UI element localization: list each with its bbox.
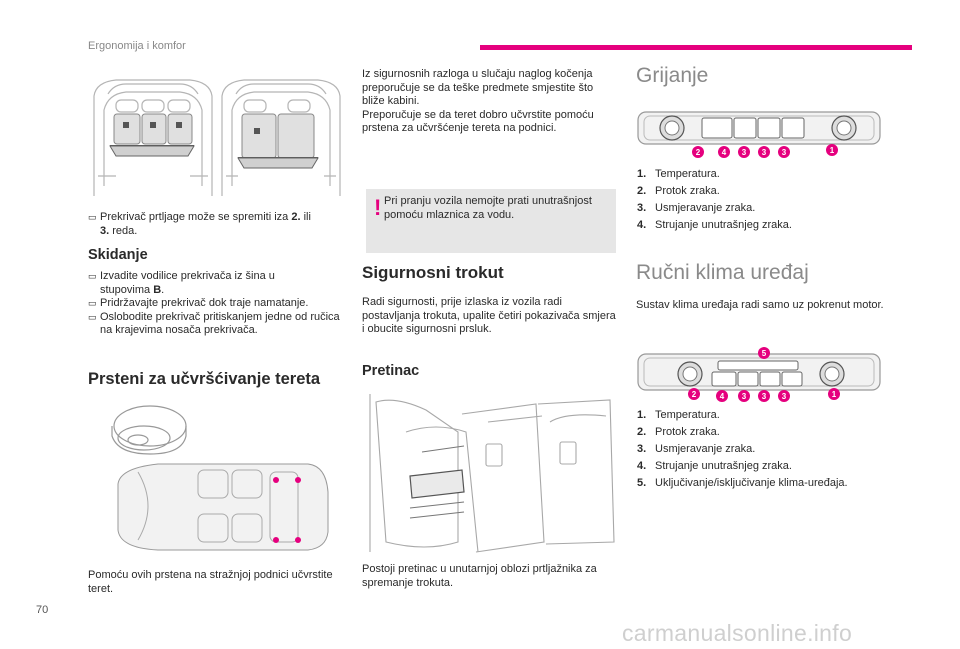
bullet-icon: ▭ (88, 298, 97, 308)
warning-box: ! Pri pranju vozila nemojte prati unutra… (366, 189, 616, 253)
list-item: 5.Uključivanje/isključivanje klima-uređa… (637, 477, 848, 489)
page-number: 70 (36, 604, 49, 616)
list-item: 2.Protok zraka. (637, 185, 720, 197)
list-item: 3.Usmjeravanje zraka. (637, 202, 756, 214)
callout-label: 3 (742, 392, 747, 401)
callout-label: 1 (832, 390, 837, 399)
removal-steps: ▭ Izvadite vodilice prekrivača iz šina u… (88, 270, 346, 338)
heating-control-panel: 2 4 3 3 3 1 (637, 111, 881, 158)
triangle-text: Radi sigurnosti, prije izlaska iz vozila… (362, 296, 616, 335)
callout-label: 4 (720, 392, 725, 401)
cover-storage-note: ▭ Prekrivač prtljage može se spremiti iz… (88, 211, 311, 237)
rings-text: Pomoću ovih prstena na stražnjoj podnici… (88, 569, 333, 595)
callout-label: 2 (692, 390, 697, 399)
removal-step: ▭ Pridržavajte prekrivač dok traje namat… (88, 297, 309, 309)
list-item: 4.Strujanje unutrašnjeg zraka. (637, 219, 792, 231)
compartment-text: Postoji pretinac u unutarnjoj oblozi prt… (362, 563, 597, 589)
compartment-illustration (369, 394, 615, 553)
ac-list: 1.Temperatura. 2.Protok zraka. 3.Usmjera… (637, 409, 897, 494)
list-item: 4.Strujanje unutrašnjeg zraka. (637, 460, 792, 472)
tie-down-rings-illustration (111, 405, 329, 551)
header-accent-bar (480, 45, 912, 50)
cargo-cover-illustration (93, 79, 341, 196)
callout-label: 3 (762, 392, 767, 401)
ac-text: Sustav klima uređaja radi samo uz pokren… (636, 299, 884, 311)
callout-label: 1 (830, 146, 835, 155)
warning-text: Pri pranju vozila nemojte prati unutrašn… (384, 195, 592, 221)
callout-label: 2 (696, 148, 701, 157)
removal-step: ▭ Izvadite vodilice prekrivača iz šina u… (88, 270, 275, 296)
callout-label: 3 (742, 148, 747, 157)
watermark: carmanualsonline.info (622, 620, 853, 646)
rings-heading: Prsteni za učvršćivanje tereta (88, 370, 321, 388)
ac-heading: Ručni klima uređaj (636, 261, 809, 284)
bullet-icon: ▭ (88, 311, 97, 322)
callout-label: 3 (782, 392, 787, 401)
heating-heading: Grijanje (636, 64, 709, 87)
bullet-icon: ▭ (88, 271, 97, 281)
removal-heading: Skidanje (88, 247, 148, 263)
callout-label: 5 (762, 349, 767, 358)
removal-step: ▭ Oslobodite prekrivač pritiskanjem jedn… (88, 310, 340, 337)
compartment-heading: Pretinac (362, 363, 420, 379)
list-item: 3.Usmjeravanje zraka. (637, 443, 756, 455)
warning-icon: ! (374, 195, 382, 220)
callout-label: 3 (782, 148, 787, 157)
callout-label: 4 (722, 148, 727, 157)
bullet-icon: ▭ (88, 212, 97, 222)
callout-label: 3 (762, 148, 767, 157)
list-item: 1.Temperatura. (637, 409, 720, 421)
section-title: Ergonomija i komfor (88, 40, 186, 52)
list-item: 1.Temperatura. (637, 168, 720, 180)
triangle-heading: Sigurnosni trokut (362, 263, 504, 282)
heating-list: 1.Temperatura. 2.Protok zraka. 3.Usmjera… (637, 168, 877, 236)
list-item: 2.Protok zraka. (637, 426, 720, 438)
safety-paragraph: Iz sigurnosnih razloga u slučaju naglog … (362, 68, 594, 134)
ac-control-panel: 5 2 4 3 3 3 1 (637, 347, 881, 402)
